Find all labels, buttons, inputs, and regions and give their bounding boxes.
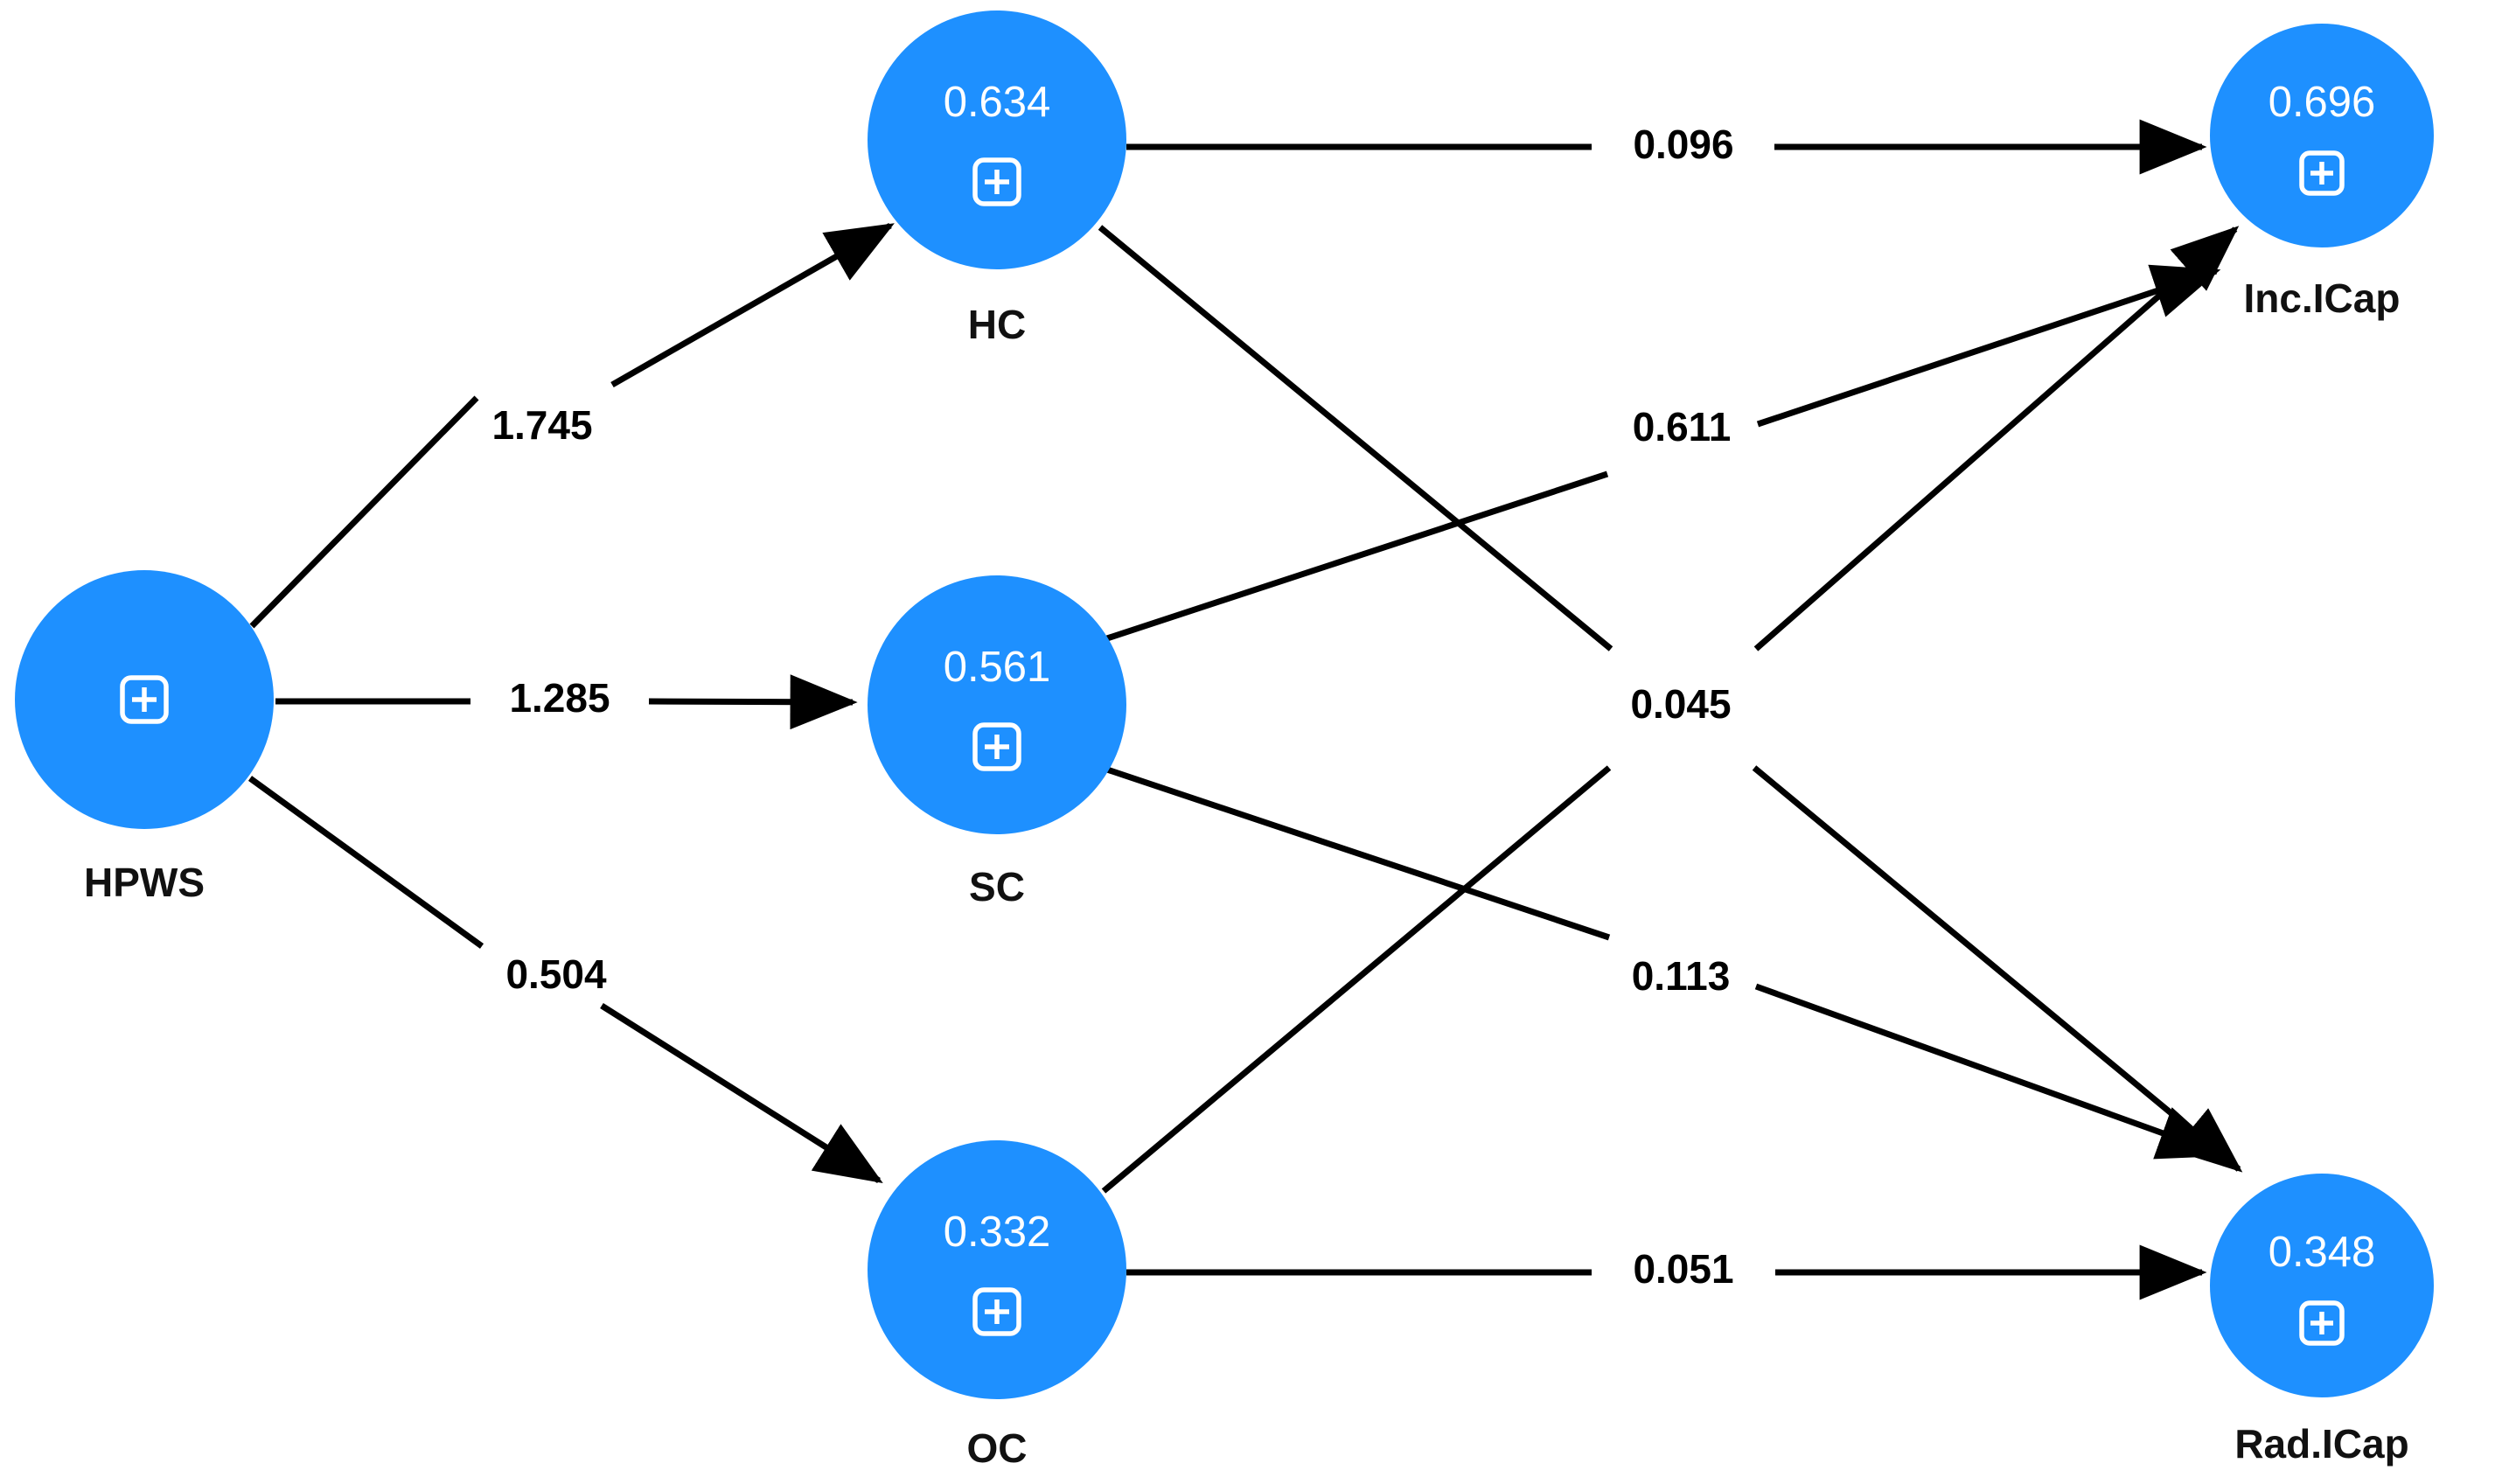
node-rad-icap[interactable]: 0.348: [2210, 1174, 2434, 1397]
edge-label-layer: 1.745 1.285 0.504 0.096 0.611 0.045 0.11…: [491, 122, 1733, 1292]
node-hpws[interactable]: [15, 570, 274, 829]
edge-label-hpws-sc: 1.285: [509, 675, 610, 721]
edge-label-hc-rad: 0.045: [1630, 681, 1731, 727]
plus-in-square-icon: [2299, 150, 2345, 196]
node-inc-icap[interactable]: 0.696: [2210, 24, 2434, 247]
plus-in-square-icon: [2299, 1300, 2345, 1346]
edge-sc-inc[interactable]: [1105, 264, 2221, 642]
edge-hpws-sc[interactable]: [275, 674, 858, 730]
node-hc[interactable]: 0.634: [868, 10, 1126, 269]
plus-in-square-icon: [972, 722, 1021, 771]
edge-layer: [247, 119, 2243, 1300]
node-value-hc: 0.634: [944, 79, 1051, 126]
node-hc-circle[interactable]: [868, 10, 1126, 269]
node-inc-icap-circle[interactable]: [2210, 24, 2434, 247]
edge-label-hpws-oc: 0.504: [505, 951, 607, 997]
node-value-inc-icap: 0.696: [2268, 79, 2376, 126]
node-label-oc: OC: [967, 1425, 1028, 1471]
edge-hpws-oc[interactable]: [247, 776, 883, 1183]
plus-in-square-icon: [972, 157, 1021, 206]
edge-label-hc-inc: 0.096: [1633, 122, 1733, 167]
node-value-oc: 0.332: [944, 1209, 1051, 1256]
node-sc[interactable]: 0.561: [868, 575, 1126, 834]
node-label-inc-icap: Inc.ICap: [2244, 275, 2401, 321]
node-layer: HPWS 0.634 HC 0.561: [15, 10, 2434, 1471]
node-label-hpws: HPWS: [84, 860, 205, 905]
node-label-sc: SC: [969, 864, 1025, 909]
edge-sc-rad[interactable]: [1105, 766, 2227, 1160]
node-value-sc: 0.561: [944, 644, 1051, 691]
node-oc-circle[interactable]: [868, 1140, 1126, 1399]
plus-in-square-icon: [972, 1287, 1021, 1336]
node-oc[interactable]: 0.332: [868, 1140, 1126, 1399]
node-value-rad-icap: 0.348: [2268, 1229, 2376, 1276]
edge-oc-inc[interactable]: [1101, 226, 2240, 1194]
edge-label-hpws-hc: 1.745: [491, 402, 592, 448]
node-label-hc: HC: [968, 302, 1026, 347]
edge-label-sc-rad: 0.113: [1632, 953, 1731, 999]
edge-hc-rad[interactable]: [1098, 225, 2243, 1173]
node-rad-icap-circle[interactable]: [2210, 1174, 2434, 1397]
plus-in-square-icon: [120, 675, 169, 724]
edge-label-sc-inc: 0.611: [1633, 404, 1732, 449]
node-sc-circle[interactable]: [868, 575, 1126, 834]
edge-label-oc-rad: 0.051: [1633, 1246, 1733, 1292]
edge-hpws-hc[interactable]: [249, 222, 895, 629]
node-label-rad-icap: Rad.ICap: [2234, 1421, 2408, 1467]
